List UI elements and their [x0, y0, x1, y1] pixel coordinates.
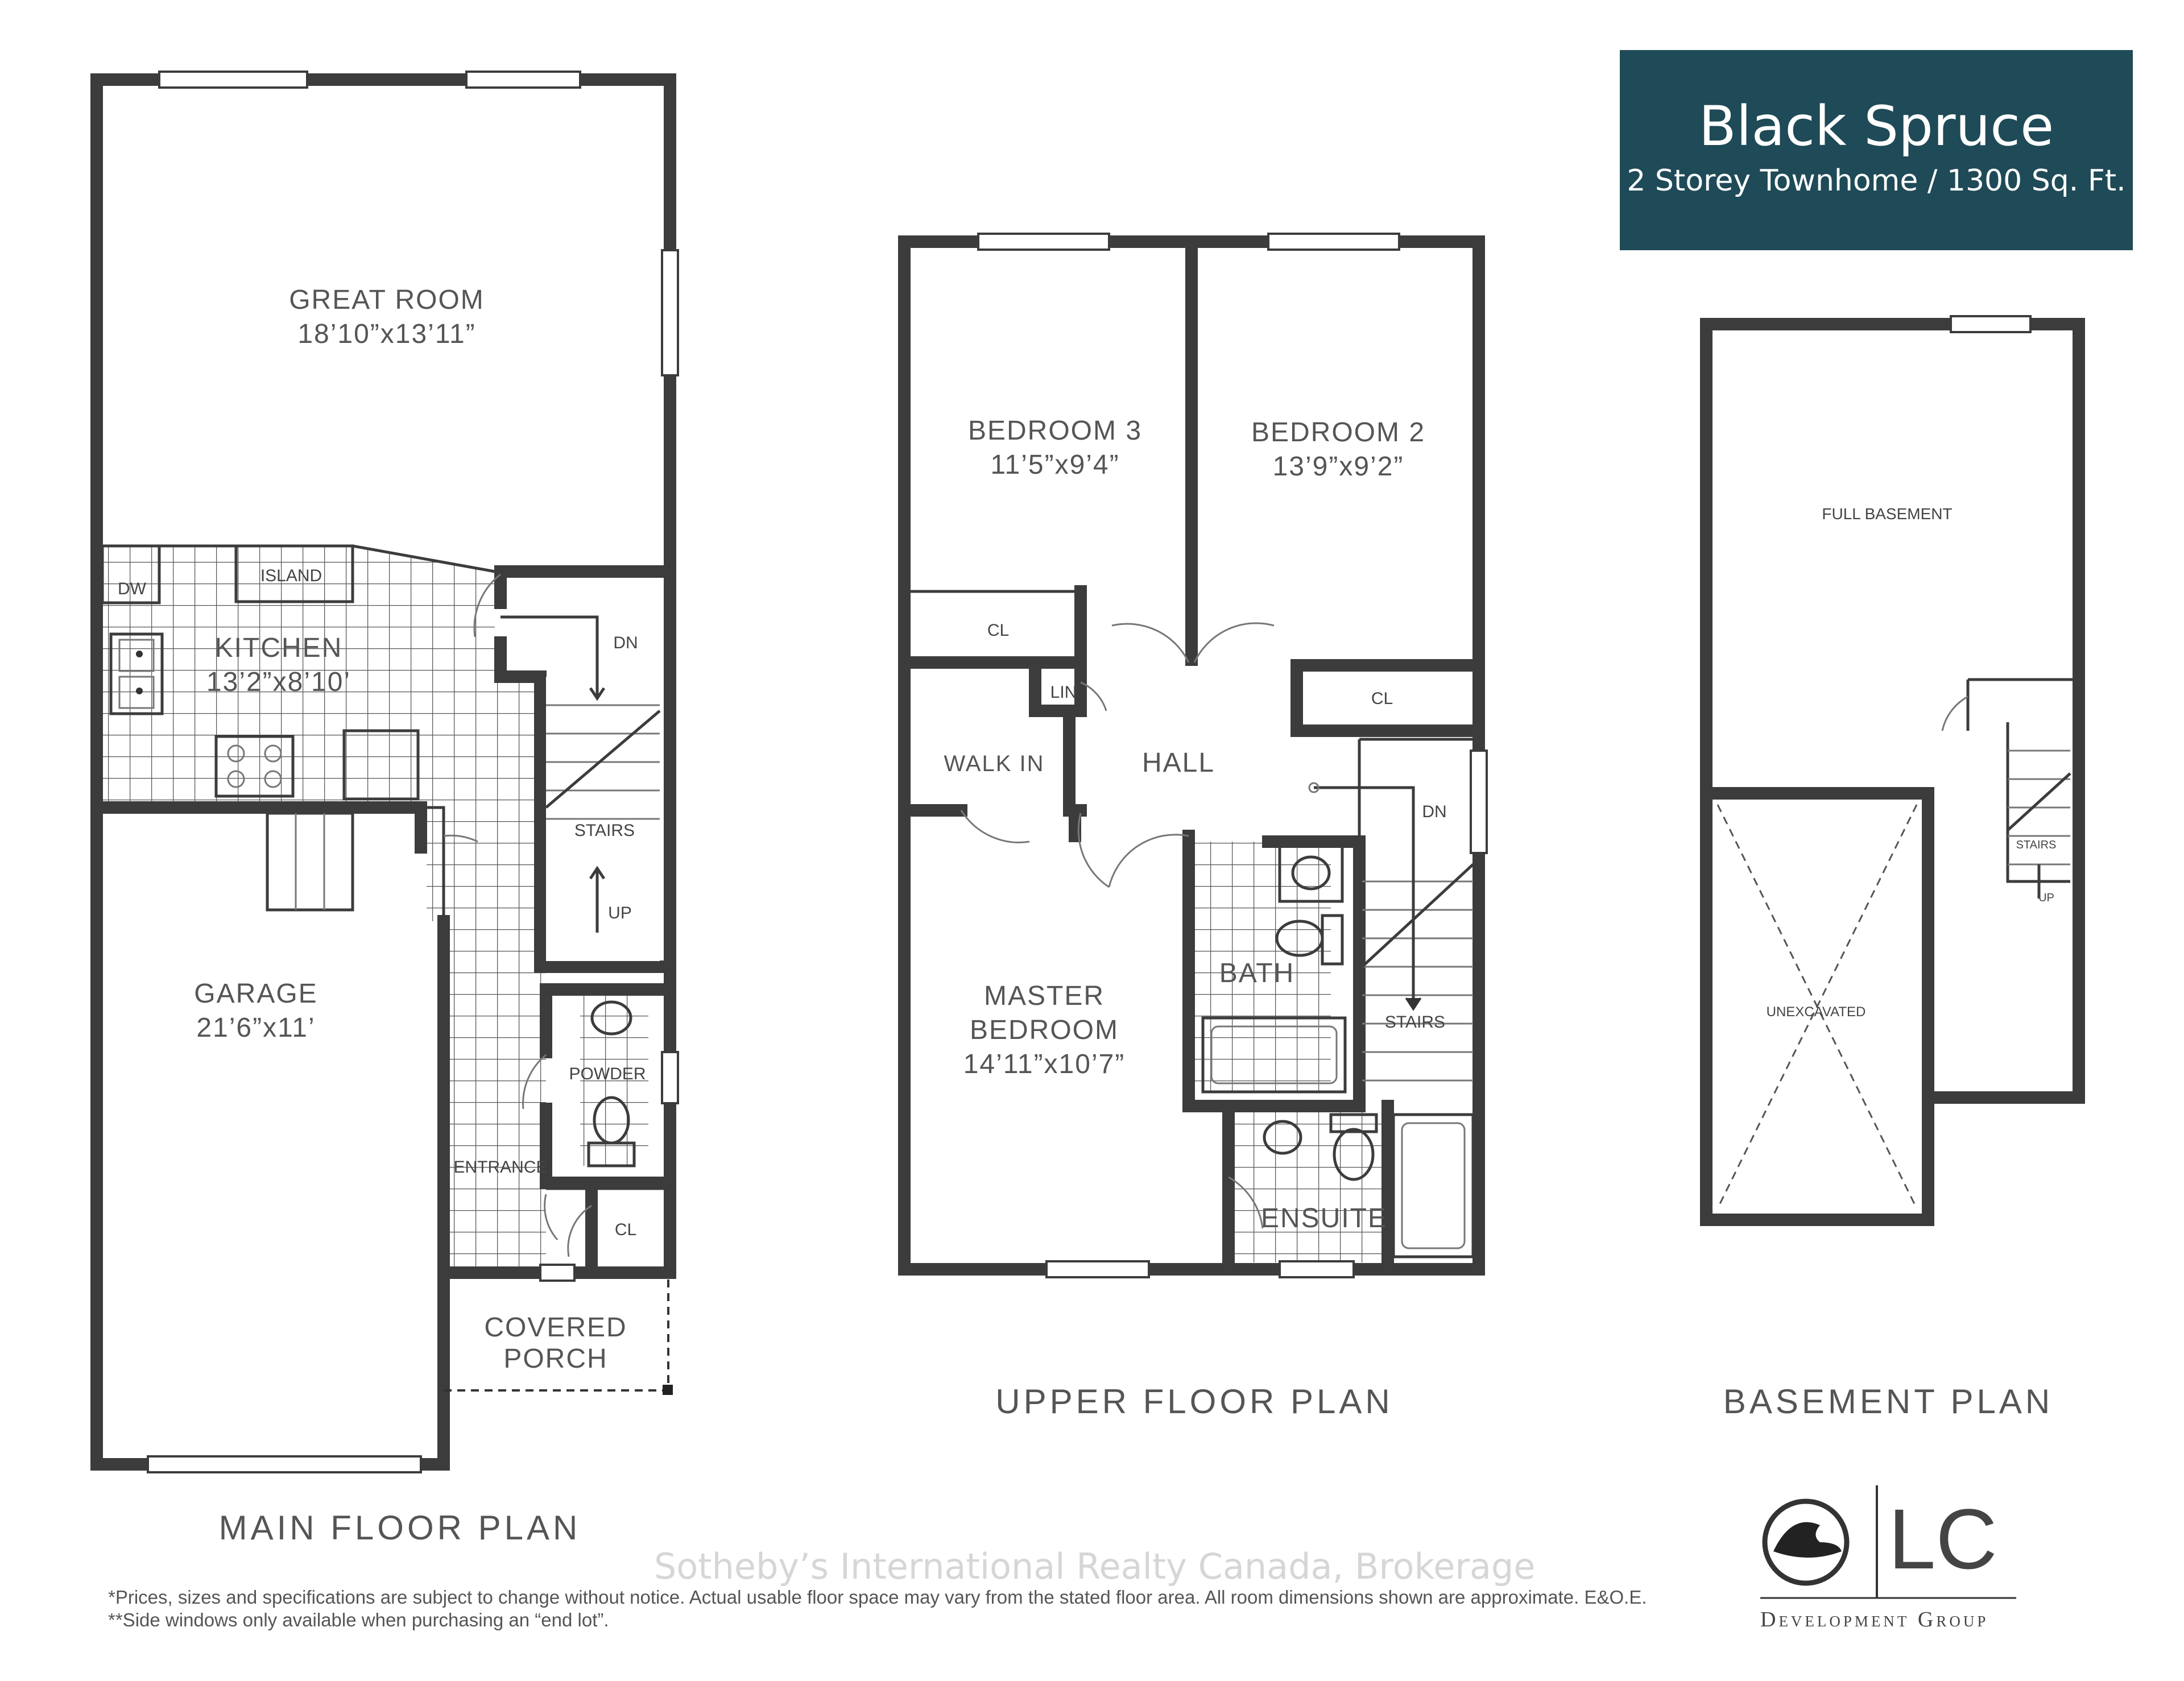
upper-floor-plan: [898, 233, 1488, 1278]
main-cl-label: CL: [615, 1220, 636, 1239]
basement-outer-wall: [1700, 318, 2085, 1104]
kitchen-size: 13’2”x8’10’: [206, 667, 351, 697]
lin-label: LIN: [1050, 683, 1077, 702]
bedroom3-size: 11’5”x9’4”: [990, 450, 1119, 480]
logo-lc-text: LC: [1888, 1491, 1997, 1587]
garage-size: 21’6”x11’: [196, 1013, 315, 1043]
main-stairs: [500, 615, 661, 961]
basement-plan-label: BASEMENT PLAN: [1723, 1382, 2053, 1421]
upper-floor-plan-label: UPPER FLOOR PLAN: [995, 1382, 1393, 1421]
garage-wall: [90, 801, 450, 1471]
bedroom2-cl-label: CL: [1371, 689, 1393, 708]
logo-company-text: Development Group: [1760, 1608, 1989, 1632]
bedroom2-label: BEDROOM 2: [1251, 417, 1425, 448]
kitchen-tile-floor: [102, 546, 546, 1273]
powder-tile-floor: [580, 995, 648, 1166]
ensuite-label: ENSUITE: [1261, 1203, 1387, 1233]
full-basement-label: FULL BASEMENT: [1822, 505, 1952, 523]
upper-dn-label: DN: [1422, 802, 1446, 821]
dishwasher: [101, 544, 161, 605]
bath-tile-floor: [1189, 842, 1331, 1092]
basement-stairs-label: STAIRS: [2016, 839, 2057, 851]
bedroom3-label: BEDROOM 3: [968, 416, 1142, 446]
garage-label: GARAGE: [194, 979, 317, 1009]
master-label-1: MASTER: [984, 981, 1105, 1011]
upper-stairs: [1308, 782, 1474, 1082]
main-dn-label: DN: [613, 634, 638, 652]
stove: [214, 735, 295, 798]
master-label-2: BEDROOM: [970, 1015, 1119, 1045]
bedroom3-cl-label: CL: [987, 621, 1009, 640]
dw-label: DW: [118, 579, 147, 598]
great-room-size: 18’10”x13’11”: [297, 319, 475, 349]
upper-stairs-label: STAIRS: [1385, 1013, 1445, 1032]
stair-wall: [494, 565, 666, 973]
great-room-label: GREAT ROOM: [289, 285, 485, 315]
powder-wall: [540, 983, 672, 1279]
walk-in-label: WALK IN: [944, 751, 1045, 776]
covered-porch-label-1: COVERED: [484, 1312, 627, 1343]
unexcavated-label: UNEXCAVATED: [1767, 1004, 1866, 1020]
basement-plan: [1700, 315, 2085, 1226]
lc-logo-mark: [1760, 1485, 2016, 1599]
basement-up-label: UP: [2038, 892, 2054, 904]
main-floor-plan-label: MAIN FLOOR PLAN: [219, 1509, 581, 1547]
entrance-label: ENTRANCE: [453, 1158, 547, 1177]
disclaimer-line-1: *Prices, sizes and specifications are su…: [108, 1587, 1647, 1608]
bath-label: BATH: [1219, 958, 1294, 988]
main-up-label: UP: [608, 904, 632, 922]
title-banner: Black Spruce 2 Storey Townhome / 1300 Sq…: [1620, 50, 2133, 250]
powder-label: POWDER: [569, 1065, 646, 1083]
kitchen-sink: [109, 632, 164, 715]
watermark: Sotheby’s International Realty Canada, B…: [654, 1546, 1536, 1587]
fridge: [342, 729, 420, 801]
main-stairs-label: STAIRS: [574, 821, 635, 840]
bedroom2-size: 13’9”x9’2”: [1273, 452, 1404, 482]
master-size: 14’11”x10’7”: [963, 1049, 1126, 1079]
bathtub: [1201, 1016, 1347, 1094]
hall-label: HALL: [1142, 748, 1215, 778]
model-name: Black Spruce: [1698, 94, 2054, 158]
ensuite-tile-floor: [1228, 1109, 1388, 1262]
ensuite-shower: [1392, 1113, 1475, 1258]
disclaimer-line-2: **Side windows only available when purch…: [108, 1609, 609, 1630]
covered-porch-label-2: PORCH: [503, 1344, 607, 1374]
island: [234, 544, 354, 603]
model-subtitle: 2 Storey Townhome / 1300 Sq. Ft.: [1627, 164, 2126, 198]
main-floor-plan: [90, 71, 679, 1473]
kitchen-label: KITCHEN: [215, 633, 343, 663]
island-label: ISLAND: [260, 566, 322, 585]
